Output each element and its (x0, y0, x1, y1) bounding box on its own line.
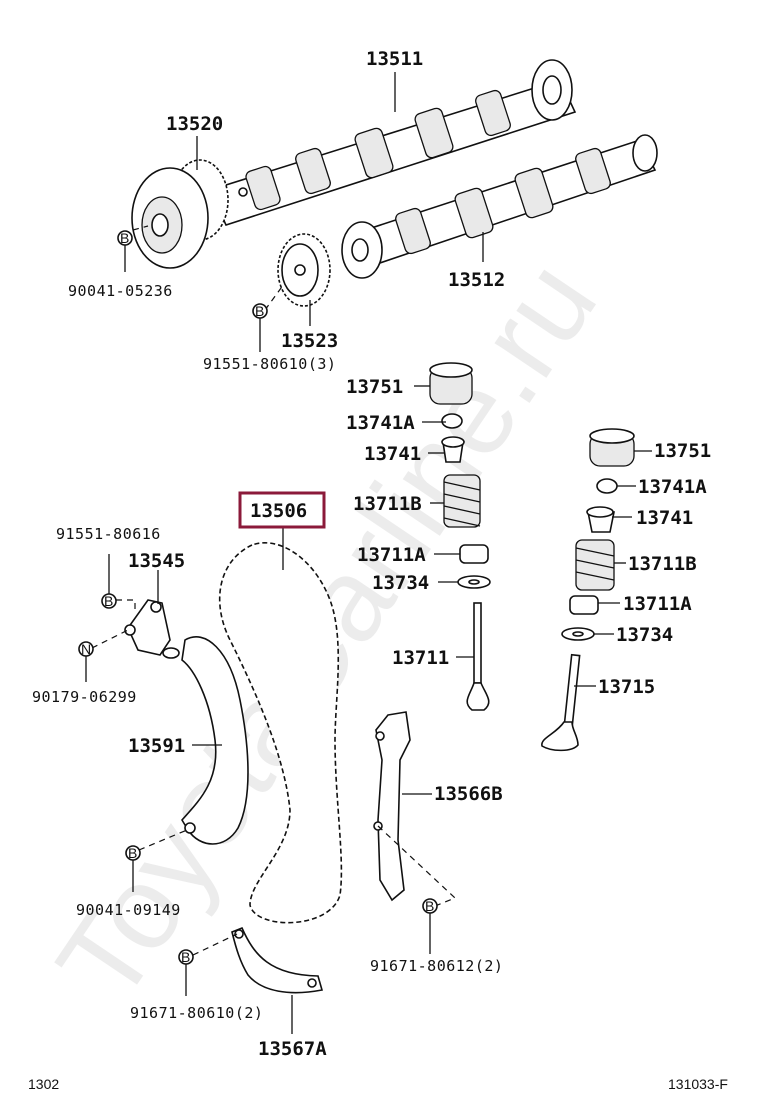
label-13711B-right[interactable]: 13711B (628, 553, 697, 575)
label-13715[interactable]: 13715 (598, 676, 655, 698)
label-13711B-left[interactable]: 13711B (353, 493, 422, 515)
label-13711[interactable]: 13711 (392, 647, 449, 669)
damper-13567A-drawing[interactable] (231, 926, 324, 994)
marker-b-1: B (117, 230, 133, 246)
label-90179-06299[interactable]: 90179-06299 (32, 688, 137, 706)
label-13545[interactable]: 13545 (128, 550, 185, 572)
chain-guide-13566B-drawing[interactable] (373, 711, 411, 902)
svg-text:B: B (255, 303, 264, 319)
label-13741-right[interactable]: 13741 (636, 507, 693, 529)
label-13512[interactable]: 13512 (448, 269, 505, 291)
vvt-gear-13520-drawing[interactable] (131, 159, 248, 269)
label-13751-left[interactable]: 13751 (346, 376, 403, 398)
label-13523[interactable]: 13523 (281, 330, 338, 352)
timing-chain-13506-drawing[interactable] (218, 542, 343, 924)
sprocket-13523-drawing[interactable] (277, 233, 331, 307)
marker-n-1: N (78, 641, 94, 657)
label-13711A-right[interactable]: 13711A (623, 593, 692, 615)
marker-b-6: B (422, 898, 438, 914)
svg-text:B: B (128, 845, 137, 861)
dashed-guides (91, 225, 457, 956)
svg-text:B: B (425, 898, 434, 914)
label-90041-09149[interactable]: 90041-09149 (76, 901, 181, 919)
svg-text:B: B (104, 593, 113, 609)
label-13751-right[interactable]: 13751 (654, 440, 711, 462)
bolt-labels: 90041-05236 91551-80610(3) 91551-80616 9… (32, 282, 503, 1022)
label-13567A[interactable]: 13567A (258, 1038, 327, 1060)
camshaft-13511-drawing[interactable] (208, 59, 577, 226)
diagram-code-right: 131033-F (668, 1076, 728, 1092)
label-13734-left[interactable]: 13734 (372, 572, 429, 594)
marker-b-4: B (125, 845, 141, 861)
leader-lines (85, 72, 652, 1034)
label-91671-80610[interactable]: 91671-80610(2) (130, 1004, 263, 1022)
label-13734-right[interactable]: 13734 (616, 624, 673, 646)
label-13741A-left[interactable]: 13741A (346, 412, 415, 434)
label-13566B[interactable]: 13566B (434, 783, 503, 805)
label-13741A-right[interactable]: 13741A (638, 476, 707, 498)
svg-text:B: B (181, 949, 190, 965)
label-13591[interactable]: 13591 (128, 735, 185, 757)
marker-b-3: B (101, 593, 117, 609)
label-13511[interactable]: 13511 (366, 48, 423, 70)
label-13520[interactable]: 13520 (166, 113, 223, 135)
label-13741-left[interactable]: 13741 (364, 443, 421, 465)
label-90041-05236[interactable]: 90041-05236 (68, 282, 173, 300)
highlight-box-13506 (238, 491, 326, 529)
label-13506[interactable]: 13506 (250, 500, 307, 522)
valve-stack-right-drawing[interactable] (541, 428, 635, 752)
part-labels: 13511 13520 13512 13523 13751 13741A 137… (128, 48, 711, 1060)
label-13711A-left[interactable]: 13711A (357, 544, 426, 566)
tensioner-13545-drawing[interactable] (124, 599, 180, 659)
label-91551-80616[interactable]: 91551-80616 (56, 525, 161, 543)
camshaft-13512-drawing[interactable] (341, 134, 658, 279)
label-91551-80610[interactable]: 91551-80610(3) (203, 355, 336, 373)
label-91671-80612[interactable]: 91671-80612(2) (370, 957, 503, 975)
chain-slipper-13591-drawing[interactable] (181, 635, 249, 845)
bolt-markers: B B B N B B B (78, 230, 438, 965)
valve-stack-left-drawing[interactable] (429, 362, 491, 711)
marker-b-2: B (252, 303, 268, 319)
marker-b-5: B (178, 949, 194, 965)
svg-text:N: N (81, 641, 91, 657)
diagram-code-left: 1302 (28, 1076, 59, 1092)
svg-text:B: B (120, 230, 129, 246)
